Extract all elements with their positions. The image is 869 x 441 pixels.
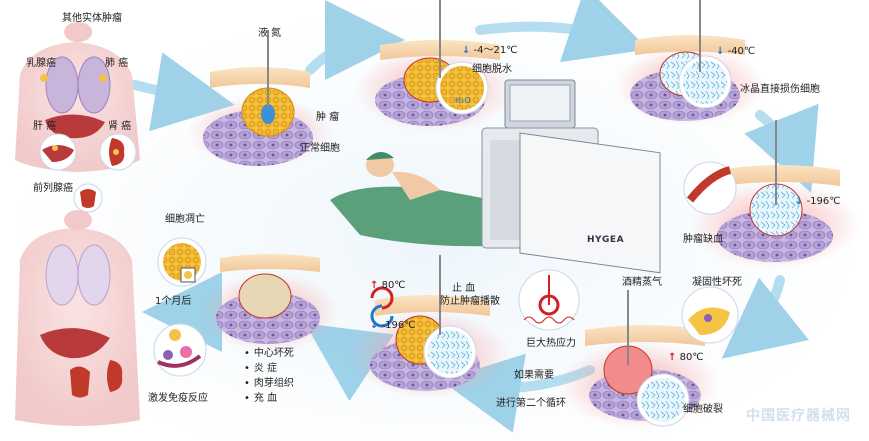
immune-callout [153, 323, 207, 377]
step6-cold-temp: ↓ -196℃ [370, 320, 416, 331]
dehydration-label: 细胞脱水 [472, 64, 512, 75]
apoptosis-label: 细胞凋亡 [165, 214, 205, 225]
anti-spread-label: 防止肿瘤播散 [440, 296, 500, 307]
apoptosis-callout [157, 237, 207, 287]
tissue-step3 [615, 0, 765, 125]
breast-label: 乳腺癌 [26, 58, 56, 69]
tissue-step2 [355, 0, 515, 132]
step3-temp: ↓ -40℃ [716, 46, 756, 57]
result-bullets: 中心坏死 炎 症 肉芽组织 充 血 [244, 348, 294, 408]
hemostasis-label: 止 血 [452, 283, 476, 294]
liver-label: 肝 癌 [33, 121, 57, 132]
bullet-inflammation: 炎 症 [244, 363, 294, 374]
bullet-congestion: 充 血 [244, 393, 294, 404]
tumor-label: 肿 瘤 [316, 112, 340, 123]
tissue-step4 [683, 120, 860, 269]
ischemia-label: 肿瘤缺血 [683, 234, 723, 245]
prostate-callout [73, 183, 103, 213]
kidney-callout [99, 133, 137, 171]
liver-callout [39, 133, 77, 171]
alcohol-vapor-label: 酒精蒸气 [622, 277, 662, 288]
tissue-step6 [350, 255, 510, 399]
liquid-nitrogen-label: 液 氮 [258, 28, 282, 39]
cycle-line1: 如果需要 [514, 370, 554, 381]
organs-title: 其他实体肿瘤 [62, 13, 122, 24]
body-bottom-left [15, 210, 140, 426]
step4-temp: ↓ -196℃ [795, 196, 841, 207]
device-brand: HYGEA [587, 235, 625, 245]
step2-temp: ↓ -4～21℃ [462, 45, 518, 56]
coag-callout [681, 286, 739, 344]
step6-hot-temp: ↑ 80℃ [370, 280, 406, 291]
prostate-label: 前列腺癌 [33, 183, 73, 194]
tissue-step1 [188, 30, 332, 168]
kidney-label: 肾 癌 [108, 121, 132, 132]
bullet-granulation: 肉芽组织 [244, 378, 294, 389]
step5-temp: ↑ 80℃ [668, 352, 704, 363]
thermal-stress-callout [518, 269, 580, 331]
tissue-result [202, 254, 338, 352]
normal-cell-label: 正常细胞 [300, 143, 340, 154]
water-label: H₂O [455, 96, 471, 105]
cycle-line2: 进行第二个循环 [496, 398, 566, 409]
ice-damage-label: 冰晶直接损伤细胞 [740, 84, 820, 95]
cell-burst-label: 细胞破裂 [683, 404, 723, 415]
lung-label: 肺 癌 [105, 58, 129, 69]
device [481, 79, 661, 274]
immune-response-label: 激发免疫反应 [148, 393, 208, 404]
one-month-label: 1个月后 [155, 296, 192, 307]
tissue-step5 [560, 290, 720, 429]
watermark: 中国医疗器械网 [746, 408, 851, 424]
patient [330, 151, 520, 247]
bullet-center-necrosis: 中心坏死 [244, 348, 294, 359]
thermal-stress-label: 巨大热应力 [526, 338, 576, 349]
coag-necrosis-label: 凝固性坏死 [692, 277, 742, 288]
